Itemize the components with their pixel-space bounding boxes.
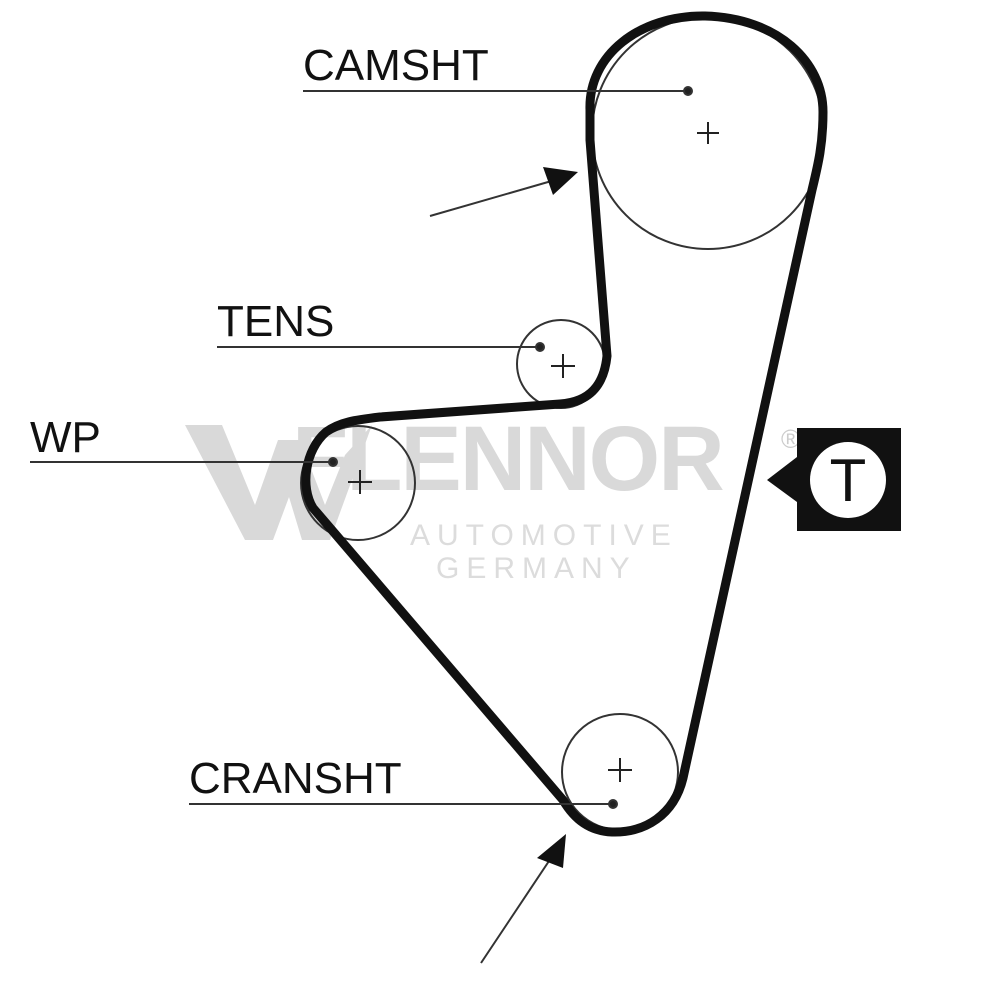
arrow-icon [429, 179, 556, 217]
leader-lines [30, 86, 693, 809]
pulley-centers [348, 122, 719, 782]
tensioner-leader [217, 342, 545, 352]
timing-belt [301, 11, 828, 837]
tensioner-center-mark [551, 354, 575, 378]
watermark-logo-mark [185, 425, 372, 540]
camshaft-leader [303, 86, 693, 96]
label-crankshaft: CRANSHT [189, 754, 402, 803]
watermark-subtitle-1: AUTOMOTIVE [410, 519, 678, 552]
tension-badge: T [767, 428, 901, 531]
watermark: FLENNOR ® AUTOMOTIVE GERMANY [185, 408, 800, 585]
watermark-registered: ® [781, 424, 800, 454]
crankshaft-center-mark [608, 758, 632, 782]
watermark-subtitle-2: GERMANY [436, 552, 637, 585]
rotation-arrow-top [429, 167, 578, 217]
arrow-head-top [543, 167, 578, 195]
arrow-icon [480, 854, 554, 964]
tension-t-icon [810, 442, 886, 518]
water-pump-leader [30, 457, 338, 467]
label-tensioner: TENS [217, 297, 334, 346]
camshaft-center-mark [697, 122, 719, 144]
crankshaft-leader [189, 799, 618, 809]
label-water-pump: WP [30, 413, 101, 462]
rotation-arrow-bottom [480, 834, 566, 964]
water-pump-pulley [300, 425, 416, 541]
label-camshaft: CAMSHT [303, 41, 489, 90]
water-pump-center-mark [348, 470, 372, 494]
watermark-brand: FLENNOR [292, 408, 723, 510]
tension-badge-letter: T [830, 447, 867, 514]
arrow-head-bottom [537, 834, 566, 868]
